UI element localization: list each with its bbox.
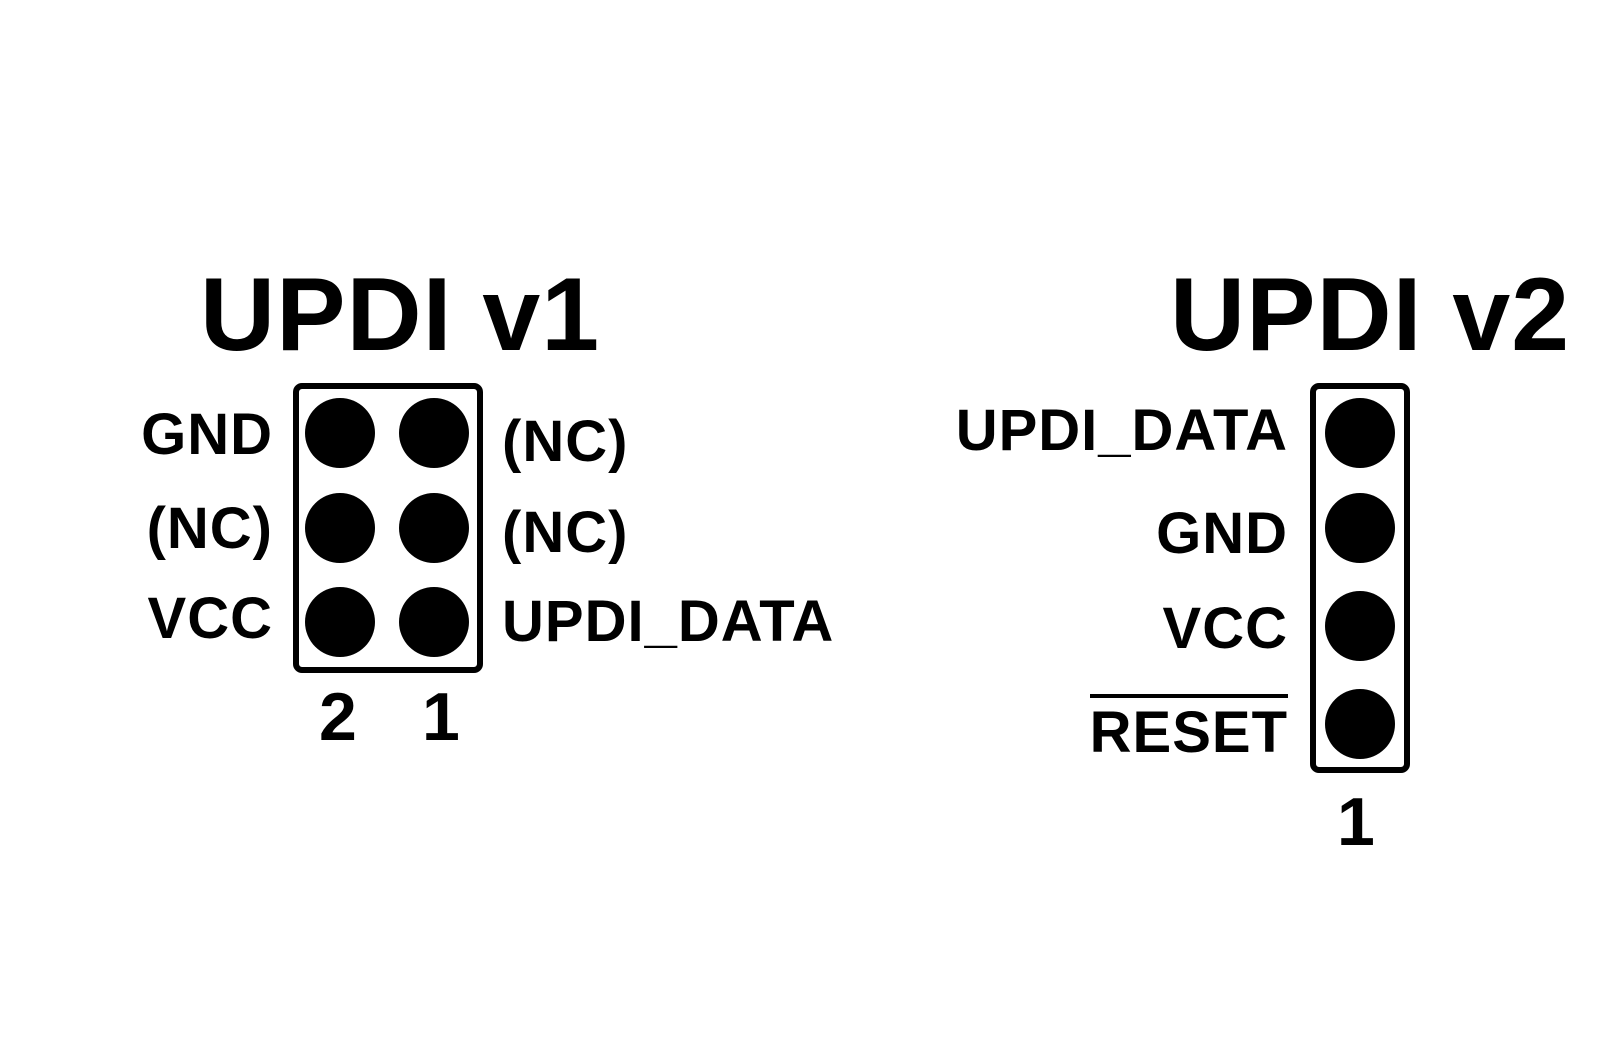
reset-overline-text: RESET bbox=[1089, 694, 1288, 762]
v2-label-row2: GND bbox=[1156, 501, 1288, 566]
v2-label-row1: UPDI_DATA bbox=[955, 398, 1288, 463]
v2-pin-1 bbox=[1325, 398, 1395, 468]
v2-pin-2 bbox=[1325, 493, 1395, 563]
v1-right-label-row2: (NC) bbox=[502, 500, 629, 565]
v2-label-row3: VCC bbox=[1162, 596, 1288, 661]
v1-pin-row1-col1 bbox=[399, 398, 469, 468]
v1-pin-row3-col2 bbox=[305, 587, 375, 657]
v1-header-outline bbox=[293, 383, 483, 673]
v2-label-row4-reset: RESET bbox=[1089, 694, 1288, 762]
updi-v1-title: UPDI v1 bbox=[200, 257, 601, 373]
v1-column-number-1: 1 bbox=[422, 679, 460, 755]
v1-column-number-2: 2 bbox=[319, 679, 357, 755]
v2-pin-3 bbox=[1325, 591, 1395, 661]
v1-pin-row1-col2 bbox=[305, 398, 375, 468]
v2-pin-number-1: 1 bbox=[1337, 784, 1375, 860]
v1-left-label-row3: VCC bbox=[147, 586, 273, 651]
v1-pin-row2-col1 bbox=[399, 493, 469, 563]
updi-v2-title: UPDI v2 bbox=[1170, 257, 1571, 373]
v1-left-label-row2: (NC) bbox=[146, 496, 273, 561]
v1-right-label-row1: (NC) bbox=[502, 409, 629, 474]
v1-pin-row3-col1 bbox=[399, 587, 469, 657]
v1-pin-row2-col2 bbox=[305, 493, 375, 563]
v1-right-label-row3: UPDI_DATA bbox=[502, 589, 835, 654]
v2-pin-4 bbox=[1325, 689, 1395, 759]
v2-header-outline bbox=[1310, 383, 1410, 773]
v1-left-label-row1: GND bbox=[141, 402, 273, 467]
